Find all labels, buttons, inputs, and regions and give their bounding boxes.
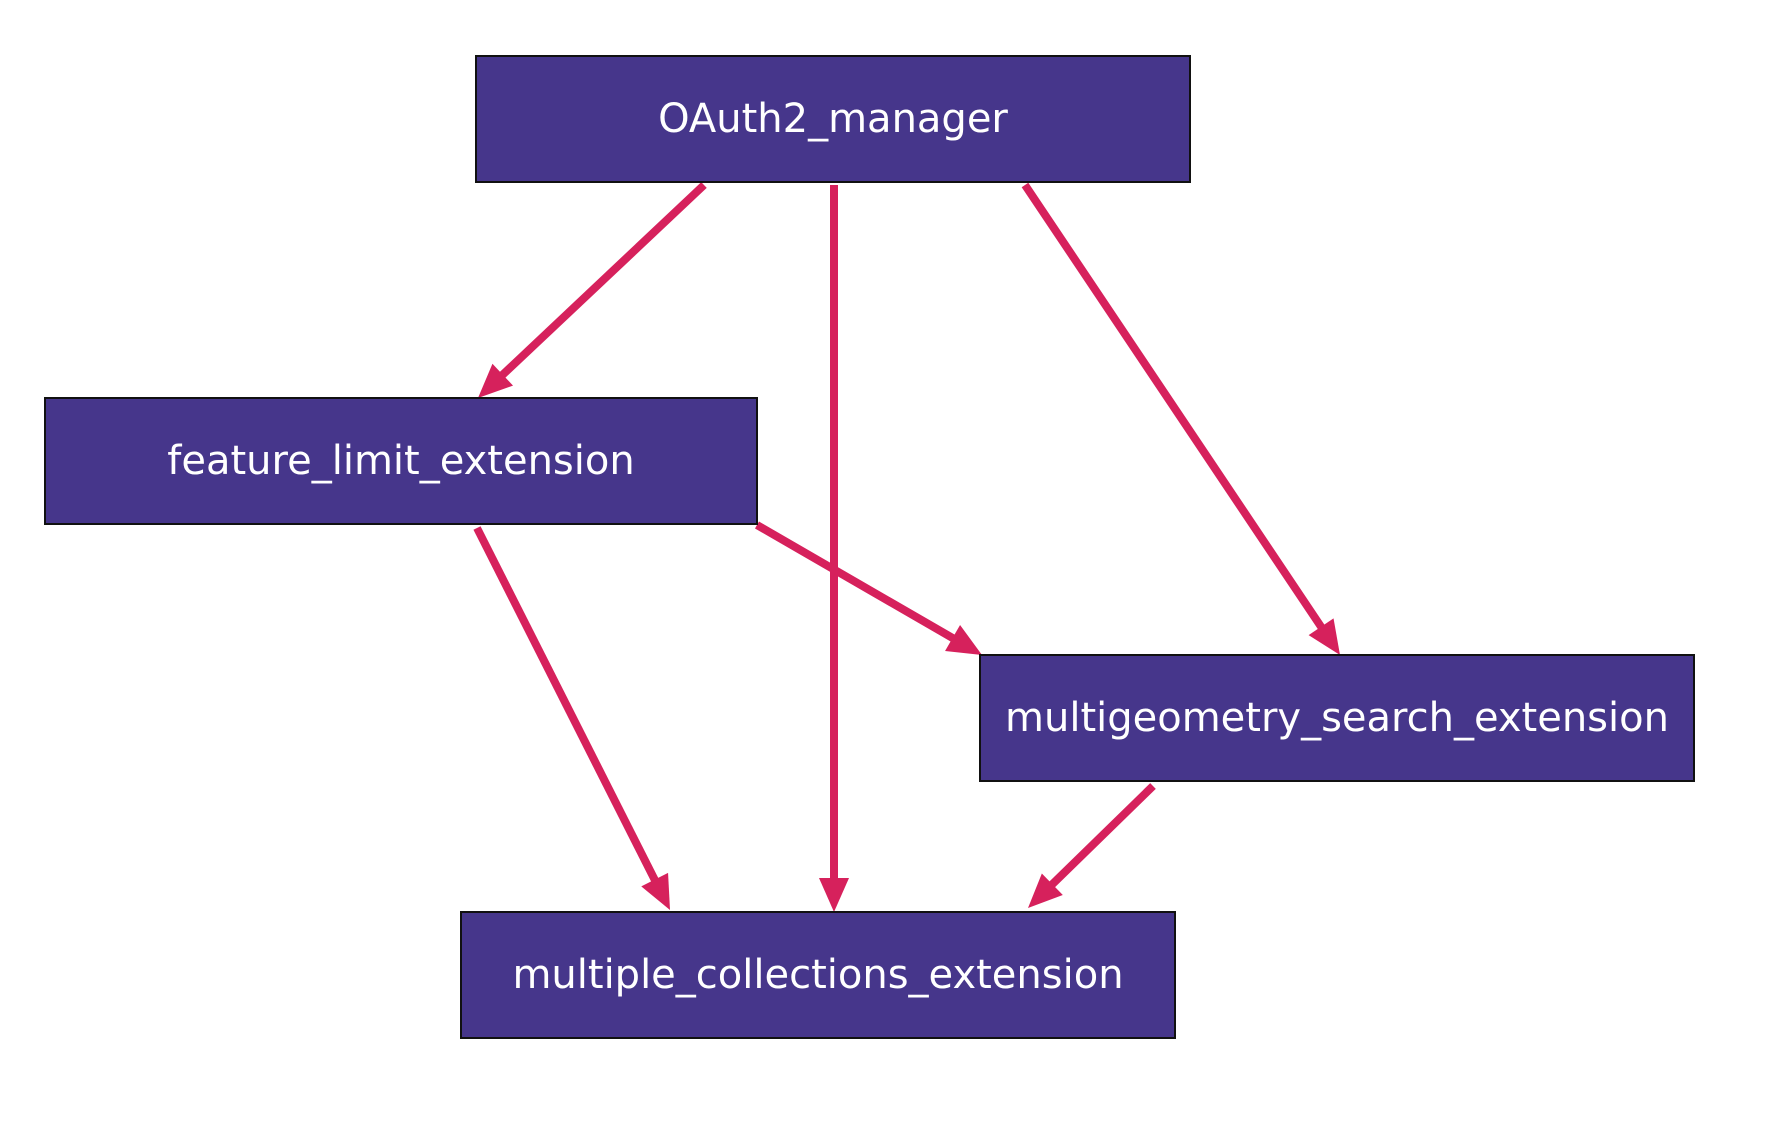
nodes-layer: OAuth2_manager feature_limit_extension m… [44,55,1695,1039]
node-multigeometry-search-extension-label: multigeometry_search_extension [1005,695,1669,741]
arrowhead-icon [1308,618,1340,655]
node-multigeometry-search-extension-box [979,654,1695,782]
node-multiple-collections-extension-label: multiple_collections_extension [512,952,1123,998]
arrowhead-icon [478,363,514,398]
node-feature-limit-extension-box [44,397,758,525]
arrowhead-icon [1028,873,1063,908]
edge-multigeometry-search-extension-to-multiple-collections-extension [1028,783,1156,908]
edge-oauth2-manager-to-feature-limit-extension [478,182,707,398]
node-oauth2-manager-box [475,55,1191,183]
edge-oauth2-manager-to-multigeometry-search-extension [1021,182,1340,655]
edge-line [1021,182,1326,631]
edge-line [1048,783,1156,889]
node-feature-limit-extension: feature_limit_extension [44,397,758,525]
node-multiple-collections-extension-box [460,911,1176,1039]
edges-layer [473,182,1340,912]
node-multiple-collections-extension: multiple_collections_extension [460,911,1176,1039]
arrowhead-icon [819,878,849,912]
node-oauth2-manager-label: OAuth2_manager [658,96,1008,142]
edge-feature-limit-extension-to-multigeometry-search-extension [754,521,982,655]
arrowhead-icon [945,625,982,655]
node-feature-limit-extension-label: feature_limit_extension [167,438,634,484]
edge-line [498,182,707,379]
arrowhead-icon [641,872,670,910]
edge-feature-limit-extension-to-multiple-collections-extension [473,526,670,910]
edge-line [754,521,957,643]
edge-line [473,526,660,884]
edge-oauth2-manager-to-multiple-collections-extension [819,185,849,912]
node-multigeometry-search-extension: multigeometry_search_extension [979,654,1695,782]
node-oauth2-manager: OAuth2_manager [475,55,1191,183]
